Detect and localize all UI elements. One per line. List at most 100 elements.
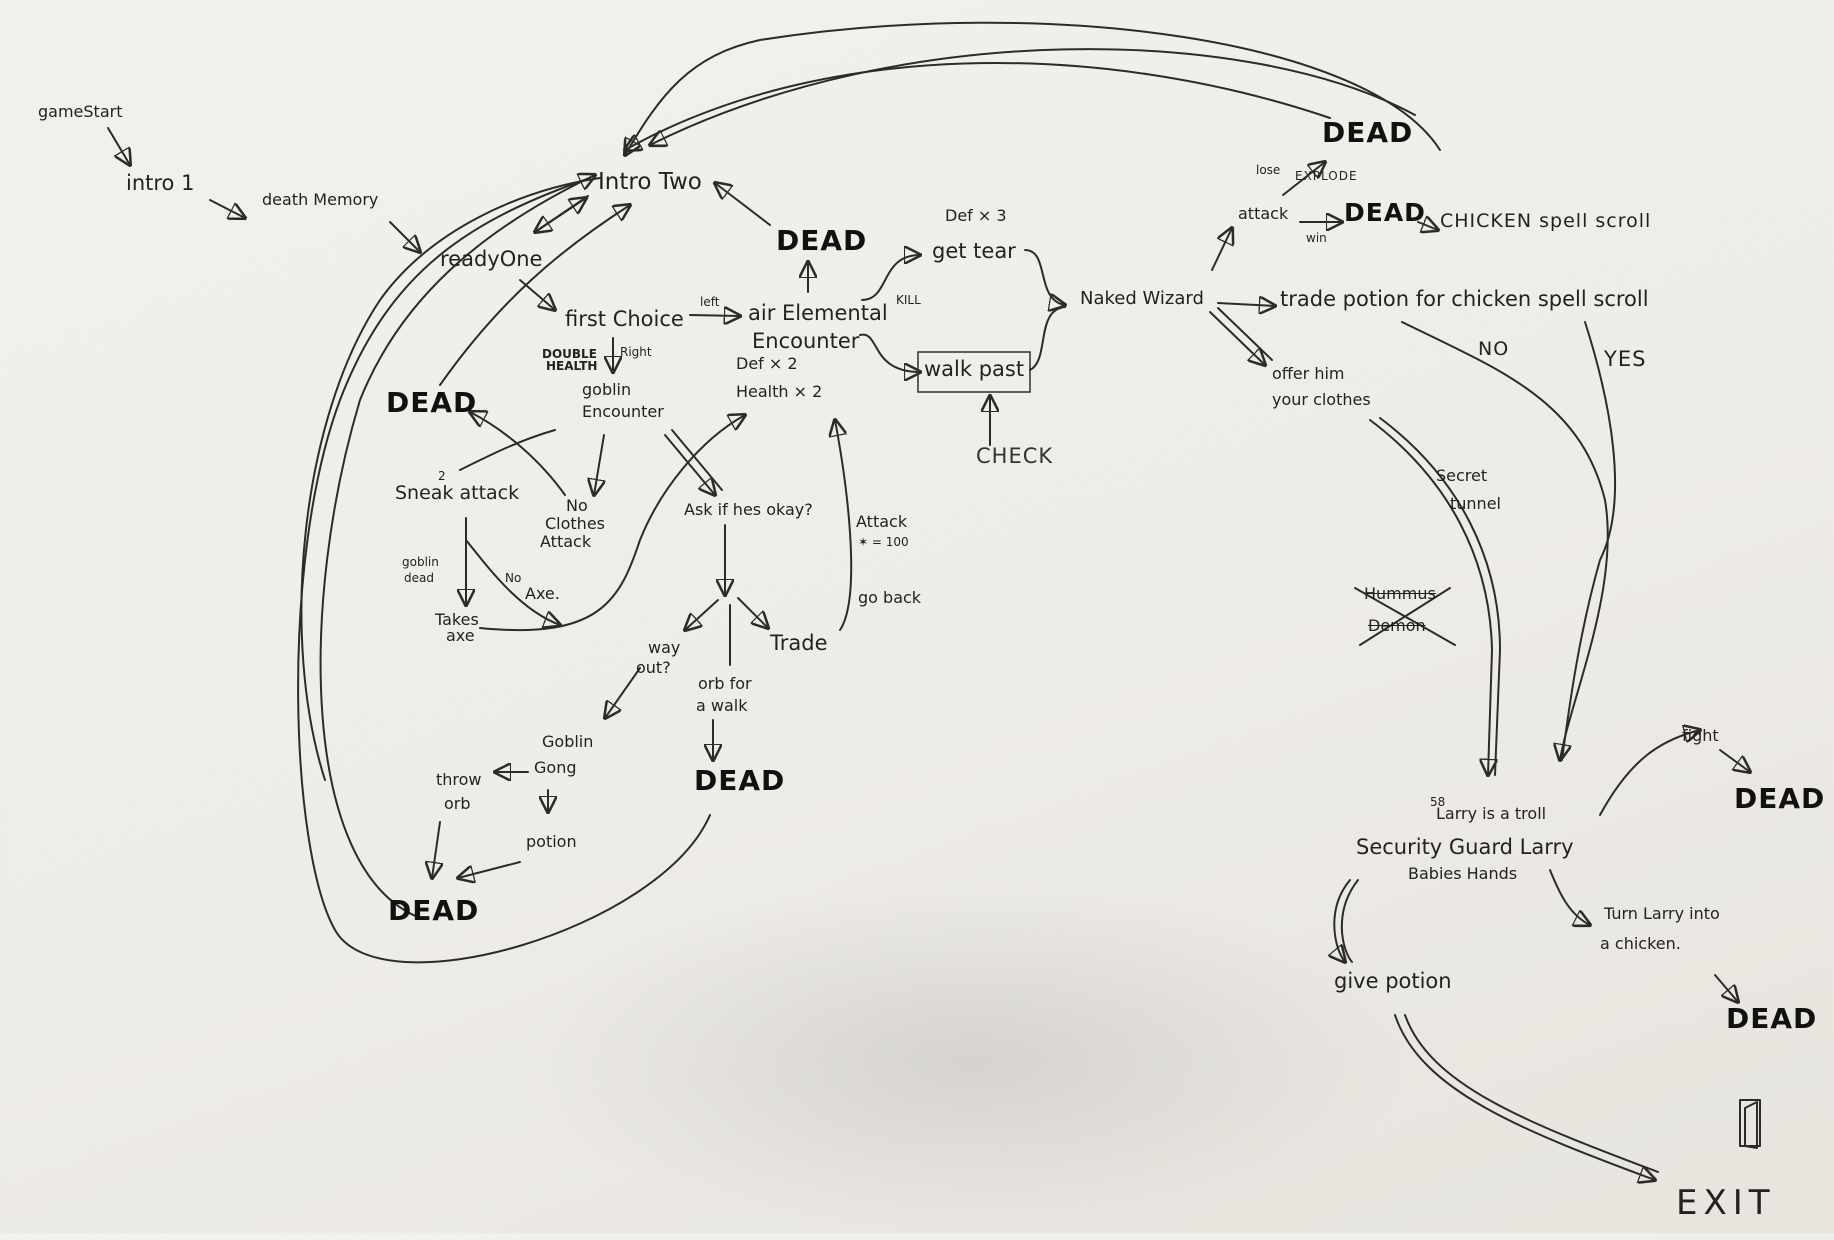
edge-give-exit-2 xyxy=(1404,1014,1659,1173)
dead-fight: DEAD xyxy=(1734,782,1826,815)
edge-intro1-death xyxy=(209,199,245,218)
label-kill: KILL xyxy=(896,293,921,307)
dead-chicken: DEAD xyxy=(1726,1002,1818,1035)
edge-wizard-offer xyxy=(1209,311,1265,365)
label-def-x3: Def × 3 xyxy=(945,206,1007,225)
label-win: win xyxy=(1306,231,1327,245)
edge-offer-secret xyxy=(1369,419,1492,775)
loop-orbdead-intro2 xyxy=(297,177,711,964)
node-offer-1: offer him xyxy=(1272,364,1345,383)
node-orb-walk-1: orb for xyxy=(698,674,752,693)
node-air-elemental: air Elemental xyxy=(748,301,888,325)
node-ready-one: readyOne xyxy=(440,247,543,271)
edge-air-walkpast xyxy=(859,333,920,372)
dead-left: DEAD xyxy=(386,386,478,419)
label-way-out-1: way xyxy=(648,638,681,657)
loop-far-outer-2 xyxy=(650,48,1416,145)
node-chicken-scroll: CHICKEN spell scroll xyxy=(1440,210,1652,232)
edge-attack-explode xyxy=(1282,162,1325,196)
node-intro-two: Intro Two xyxy=(598,169,702,195)
label-no: NO xyxy=(1478,338,1510,360)
label-way-out-2: out? xyxy=(636,658,671,677)
dead-explode: DEAD xyxy=(1322,116,1414,149)
label-goblin-dead-2: dead xyxy=(404,571,434,585)
node-naked-wizard: Naked Wizard xyxy=(1080,288,1204,309)
edge-larry-fight xyxy=(1599,730,1700,816)
edge-first-air xyxy=(689,315,740,316)
label-secret-2: tunnel xyxy=(1450,494,1501,513)
loop-bottom-dead-intro2 xyxy=(319,175,595,919)
node-throw-orb-2: orb xyxy=(444,794,471,813)
loop-far-outer xyxy=(625,21,1441,155)
node-turn-larry-1: Turn Larry into xyxy=(1604,904,1720,923)
walk-past-box xyxy=(917,351,1031,393)
node-orb-walk-2: a walk xyxy=(696,696,748,715)
node-give-potion: give potion xyxy=(1334,969,1452,993)
edge-trade-no xyxy=(1401,321,1609,760)
dead-win: DEAD xyxy=(1344,198,1426,227)
edge-dead-intro2 xyxy=(715,183,771,226)
board-shadow xyxy=(520,880,1420,1240)
node-fight: fight xyxy=(1682,726,1719,745)
label-left: left xyxy=(700,295,720,309)
edge-give-exit xyxy=(1394,1014,1655,1180)
node-turn-larry-2: a chicken. xyxy=(1600,934,1681,953)
edge-larry-give xyxy=(1334,879,1351,962)
label-no-clothes-2: Clothes xyxy=(545,514,605,533)
node-encounter: Encounter xyxy=(752,329,860,353)
label-takes-axe-2: axe xyxy=(446,626,475,645)
edge-wizard-trade xyxy=(1217,303,1275,306)
label-no-axe-1: No xyxy=(505,571,522,585)
edge-sneak-noaxe xyxy=(465,539,560,625)
edge-larry-turn xyxy=(1549,869,1590,925)
loop-dead-left-intro2 xyxy=(439,205,630,386)
label-check: CHECK xyxy=(976,444,1054,468)
edge-gettear-wizard xyxy=(1024,249,1065,305)
label-goblin-dead-1: goblin xyxy=(402,555,439,569)
label-larry-sup: 58 xyxy=(1430,795,1446,809)
edge-fight-dead xyxy=(1719,749,1750,772)
label-takes-axe-1: Takes xyxy=(435,610,479,629)
strike-hummus-demon xyxy=(1354,587,1456,646)
edge-offer-secret-2 xyxy=(1379,417,1501,776)
label-no-clothes-3: Attack xyxy=(540,532,592,551)
node-goblin: goblin xyxy=(582,380,632,399)
label-right: Right xyxy=(620,345,652,359)
label-health: HEALTH xyxy=(546,359,598,373)
label-yes: YES xyxy=(1604,347,1647,371)
edge-wayout-gong xyxy=(605,667,641,718)
node-death-memory: death Memory xyxy=(262,190,379,209)
edge-wizard-attack xyxy=(1211,228,1232,271)
label-go-back: go back xyxy=(858,588,922,607)
label-def-x2: Def × 2 xyxy=(736,354,798,373)
edge-larry-give-2 xyxy=(1340,879,1359,963)
node-intro-1: intro 1 xyxy=(126,171,195,195)
edge-air-gettear xyxy=(861,255,920,301)
label-hummus: Hummus xyxy=(1364,584,1436,603)
node-trade: Trade xyxy=(770,631,828,655)
node-get-tear: get tear xyxy=(932,239,1016,263)
edge-trade-attack xyxy=(835,420,853,631)
label-babies-hands: Babies Hands xyxy=(1408,864,1518,883)
node-trade-potion: trade potion for chicken spell scroll xyxy=(1280,287,1649,311)
label-lose: lose xyxy=(1256,163,1281,177)
edge-noclothes-dead xyxy=(470,412,566,496)
label-health-x2: Health × 2 xyxy=(736,382,823,401)
edge-split-wayout xyxy=(685,599,719,630)
node-attack-wizard: attack xyxy=(1238,204,1289,223)
label-demon: Demon xyxy=(1368,616,1426,635)
edge-goblin-sneak xyxy=(459,429,556,471)
edge-takes-def xyxy=(479,415,745,632)
node-goblin-gong-1: Goblin xyxy=(542,732,594,751)
node-throw-orb-1: throw xyxy=(436,770,482,789)
edge-start-intro1 xyxy=(107,127,130,165)
label-sneak-sup: 2 xyxy=(438,469,446,483)
node-game-start: gameStart xyxy=(38,102,123,121)
edge-ready-intro2 xyxy=(534,198,586,233)
dead-middle: DEAD xyxy=(694,764,786,797)
node-first-choice: first Choice xyxy=(565,307,684,331)
node-offer-2: your clothes xyxy=(1272,390,1371,409)
loop-wizard-dead-intro2 xyxy=(625,62,1331,150)
